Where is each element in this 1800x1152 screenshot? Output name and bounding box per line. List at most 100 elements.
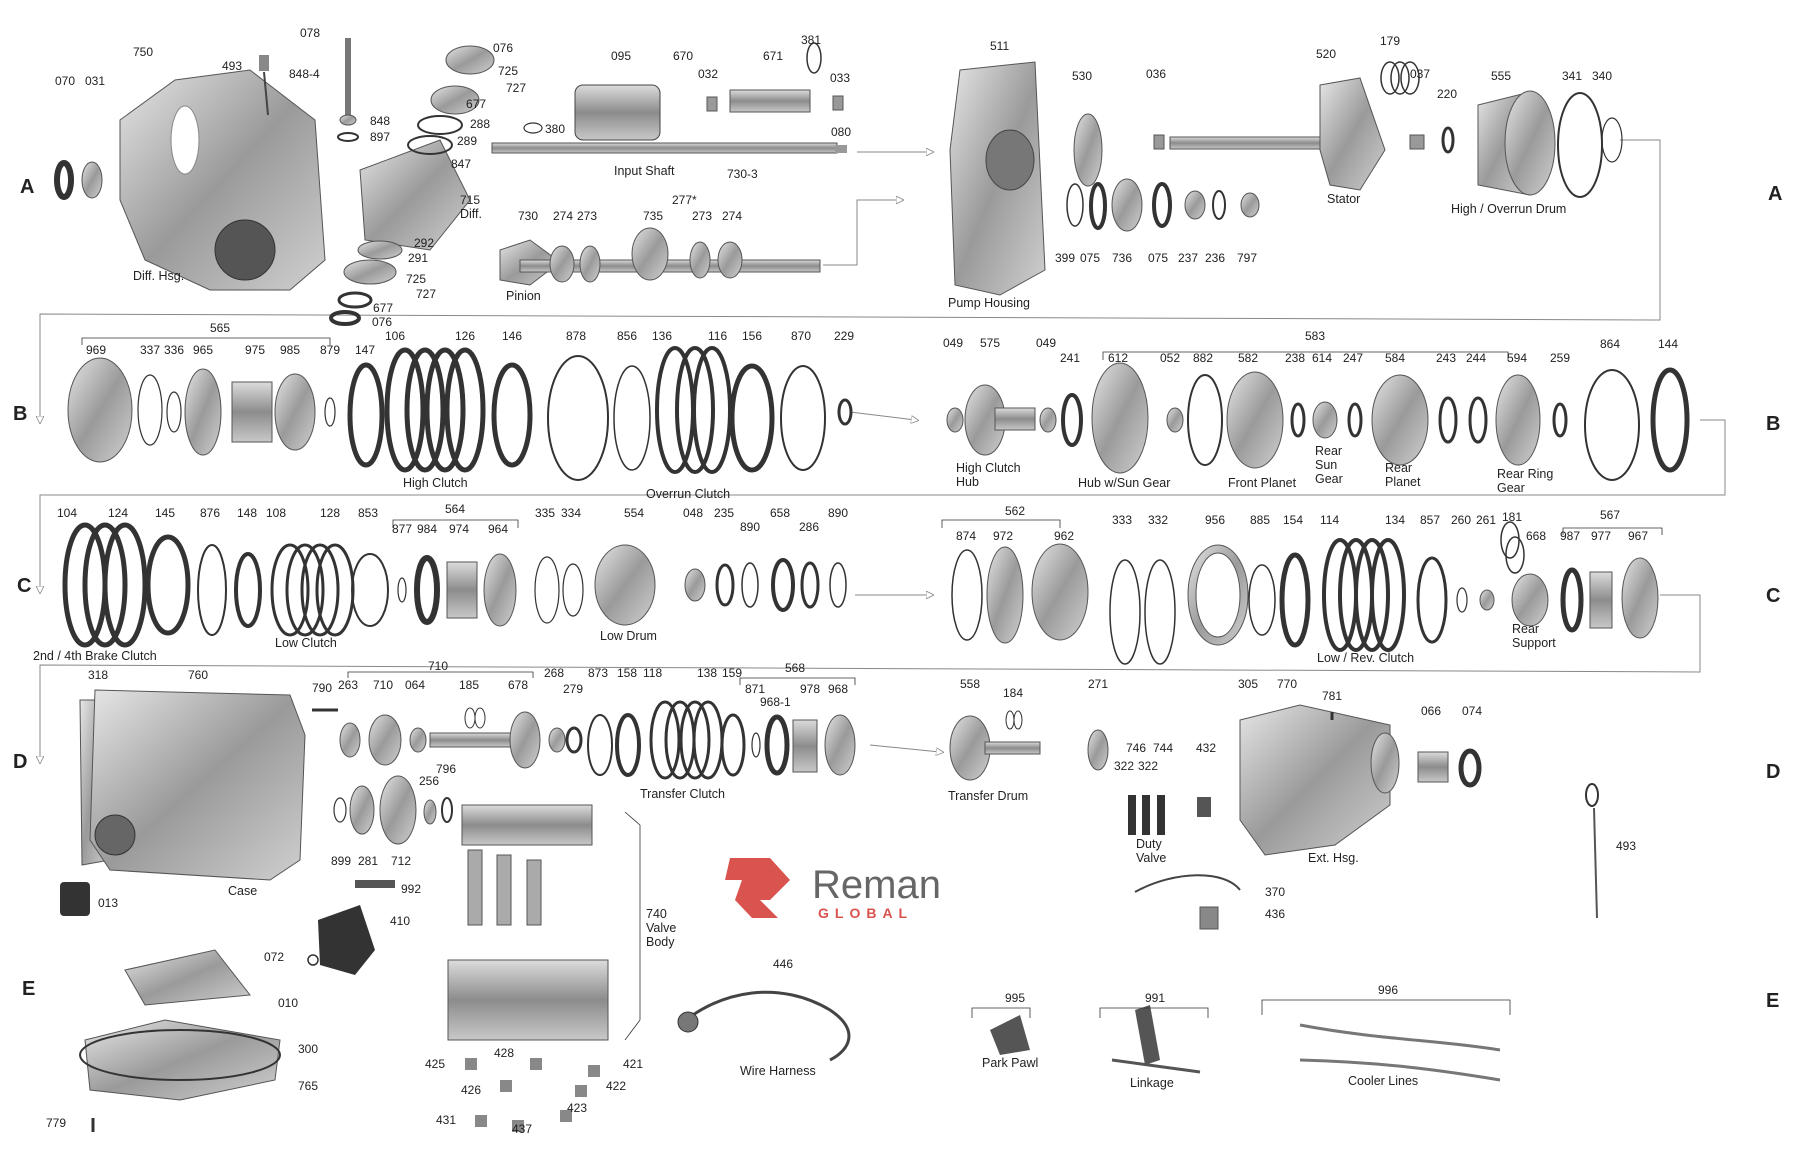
part-582-front-planet <box>1226 371 1284 469</box>
low-rev-clutch-plates <box>1322 538 1406 652</box>
num-874: 874 <box>956 529 976 543</box>
valve-body-lower <box>447 959 609 1041</box>
part-974-spring <box>446 561 478 619</box>
part-870-ring <box>780 365 826 471</box>
num-873: 873 <box>588 666 608 680</box>
num-106: 106 <box>385 329 405 343</box>
part-399-ring <box>1066 183 1084 227</box>
num-033: 033 <box>830 71 850 85</box>
num-991: 991 <box>1145 991 1165 1005</box>
name-pump-housing: Pump Housing <box>948 296 1030 310</box>
flow-lines <box>40 139 1726 760</box>
name-low-drum: Low Drum <box>600 629 657 643</box>
num-241: 241 <box>1060 351 1080 365</box>
part-075b-seal <box>1152 182 1172 228</box>
num-562: 562 <box>1005 504 1025 518</box>
num-568: 568 <box>785 661 805 675</box>
num-446: 446 <box>773 957 793 971</box>
part-710-gear <box>368 714 402 766</box>
num-134: 134 <box>1385 513 1405 527</box>
num-670: 670 <box>673 49 693 63</box>
part-181-rings <box>1500 521 1520 559</box>
part-530-pump-gear <box>1073 113 1103 187</box>
row-letter-e-right: E <box>1766 990 1779 1012</box>
num-432: 432 <box>1196 741 1216 755</box>
part-048 <box>684 568 706 602</box>
num-136: 136 <box>652 329 672 343</box>
num-423: 423 <box>567 1101 587 1115</box>
num-972: 972 <box>993 529 1013 543</box>
part-144-plate <box>1650 367 1690 473</box>
num-095: 095 <box>611 49 631 63</box>
part-871 <box>751 732 761 758</box>
part-070-seal <box>54 160 74 200</box>
num-277: 277* <box>672 193 697 207</box>
num-273b: 273 <box>692 209 712 223</box>
num-256: 256 <box>419 774 439 788</box>
part-520-stator <box>1319 77 1386 191</box>
num-848-4: 848-4 <box>289 67 320 81</box>
part-370-harness <box>1134 874 1241 893</box>
part-145-plate <box>145 534 191 636</box>
num-974: 974 <box>449 522 469 536</box>
part-992-sensor <box>355 880 395 888</box>
row-letter-c-left: C <box>17 575 31 597</box>
num-779: 779 <box>46 1116 66 1130</box>
part-156-plate <box>729 363 775 473</box>
num-582: 582 <box>1238 351 1258 365</box>
part-612-hub-sun-gear <box>1091 362 1149 474</box>
num-583: 583 <box>1305 329 1325 343</box>
num-148: 148 <box>237 506 257 520</box>
part-241 <box>1061 393 1083 447</box>
num-128: 128 <box>320 506 340 520</box>
name-low-clutch: Low Clutch <box>275 636 337 650</box>
name-diff: Diff. <box>460 207 482 221</box>
num-289: 289 <box>457 134 477 148</box>
num-890b: 890 <box>828 506 848 520</box>
name-park-pawl: Park Pawl <box>982 1056 1038 1070</box>
row-letter-b-right: B <box>1766 413 1780 435</box>
num-879: 879 <box>320 343 340 357</box>
name-overrun-clutch: Overrun Clutch <box>646 487 730 501</box>
num-075b: 075 <box>1148 251 1168 265</box>
part-962-drum <box>1031 543 1089 641</box>
part-049b <box>1039 407 1057 433</box>
part-436-sensor <box>1199 906 1219 930</box>
num-337: 337 <box>140 343 160 357</box>
num-066: 066 <box>1421 704 1441 718</box>
row-letter-e-left: E <box>22 978 35 1000</box>
part-031-bearing <box>81 161 103 199</box>
num-273: 273 <box>577 209 597 223</box>
num-274b: 274 <box>722 209 742 223</box>
row-b-parts <box>67 346 1690 481</box>
part-146-plate <box>491 362 533 468</box>
num-010: 010 <box>278 996 298 1010</box>
part-numbers: 070 031 750 493 078 848-4 848 897 076 72… <box>46 26 1678 1136</box>
num-049b: 049 <box>1036 336 1056 350</box>
part-995-park-pawl <box>990 1015 1030 1055</box>
part-259 <box>1552 402 1568 438</box>
num-013: 013 <box>98 896 118 910</box>
num-847: 847 <box>451 157 471 171</box>
num-564: 564 <box>445 502 465 516</box>
num-076: 076 <box>493 41 513 55</box>
num-074: 074 <box>1462 704 1482 718</box>
num-340: 340 <box>1592 69 1612 83</box>
num-977: 977 <box>1591 529 1611 543</box>
num-236: 236 <box>1205 251 1225 265</box>
part-899 <box>333 797 347 823</box>
part-380-ring <box>523 122 543 134</box>
num-078: 078 <box>300 26 320 40</box>
num-725: 725 <box>498 64 518 78</box>
num-493b: 493 <box>1616 839 1636 853</box>
part-237 <box>1184 190 1206 220</box>
part-066-bushing <box>1417 751 1449 783</box>
part-736-stator-clutch <box>1111 178 1143 232</box>
row-letter-d-left: D <box>13 751 27 773</box>
num-181: 181 <box>1502 510 1522 524</box>
num-554: 554 <box>624 506 644 520</box>
num-594: 594 <box>1507 351 1527 365</box>
